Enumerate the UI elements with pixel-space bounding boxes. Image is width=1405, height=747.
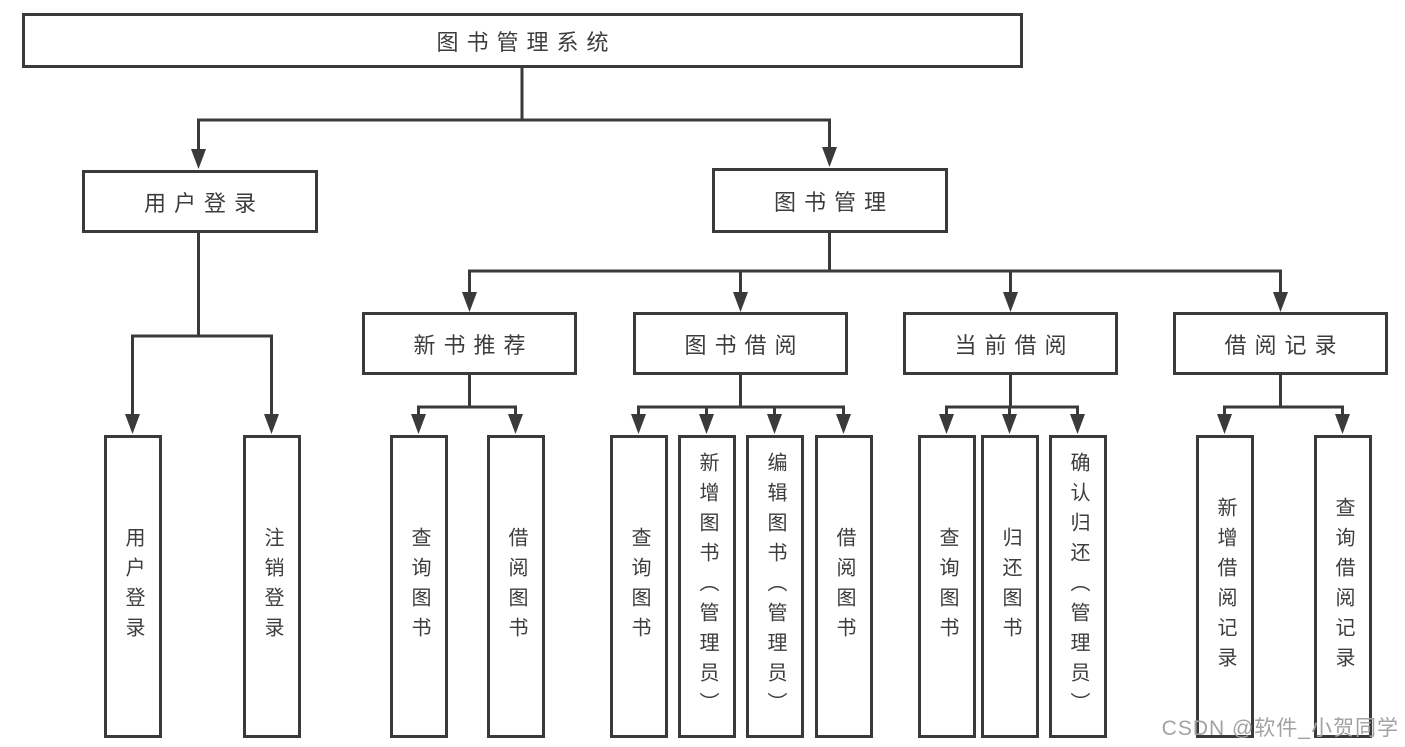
arrowhead-down-icon [508,414,523,434]
arrowhead-down-icon [699,414,714,434]
arrowhead-down-icon [1335,414,1350,434]
node-label: 查询图书 [936,526,958,647]
node-label: 查询图书 [628,526,650,647]
connector-current-borrowing-children [939,375,1085,434]
watermark-text: CSDN @软件_小贺同学 [1161,717,1399,740]
node-label: 注销登录 [261,526,283,647]
leaf-query-books-recommend: 查询图书 [390,435,448,738]
node-label: 归还图书 [999,526,1021,647]
leaf-borrow-books-borrowing: 借阅图书 [815,435,873,738]
arrowhead-down-icon [836,414,851,434]
node-library-system: 图书管理系统 [22,13,1023,68]
leaf-confirm-return-admin: 确认归还（管理员） [1049,435,1107,738]
node-label: 当前借阅 [954,332,1075,358]
node-label: 用户登录 [143,190,264,216]
arrowhead-down-icon [462,292,477,312]
arrowhead-down-icon [264,414,279,434]
connector-book-management-children [462,233,1288,312]
node-label: 图书管理 [773,189,894,215]
node-book-management: 图书管理 [712,168,948,233]
arrowhead-down-icon [939,414,954,434]
node-label: 图书管理系统 [436,29,617,55]
node-label: 借阅图书 [833,526,855,647]
arrowhead-down-icon [411,414,426,434]
arrowhead-down-icon [1002,414,1017,434]
node-label: 借阅图书 [505,526,527,647]
node-current-borrowing: 当前借阅 [903,312,1118,375]
arrowhead-down-icon [1003,292,1018,312]
arrowhead-down-icon [822,147,837,167]
node-label: 新书推荐 [413,332,534,358]
leaf-add-books-admin: 新增图书（管理员） [678,435,736,738]
node-label: 确认归还（管理员） [1067,451,1089,722]
connector-book-borrowing-children [631,375,851,434]
leaf-query-borrow-record: 查询借阅记录 [1314,435,1372,738]
arrowhead-down-icon [1273,292,1288,312]
connector-borrowing-records-children [1217,375,1350,434]
arrowhead-down-icon [125,414,140,434]
node-label: 用户登录 [122,526,144,647]
arrowhead-down-icon [631,414,646,434]
node-label: 借阅记录 [1224,332,1345,358]
connector-root-to-level2 [191,68,837,169]
node-borrowing-records: 借阅记录 [1173,312,1388,375]
node-label: 新增借阅记录 [1214,496,1236,677]
leaf-user-login: 用户登录 [104,435,162,738]
connector-user-login-children [125,233,279,434]
node-label: 查询借阅记录 [1332,496,1354,677]
leaf-add-borrow-record: 新增借阅记录 [1196,435,1254,738]
arrowhead-down-icon [1070,414,1085,434]
node-label: 新增图书（管理员） [696,451,718,722]
node-new-book-recommendation: 新书推荐 [362,312,577,375]
leaf-return-books: 归还图书 [981,435,1039,738]
node-user-login: 用户登录 [82,170,318,233]
arrowhead-down-icon [1217,414,1232,434]
node-label: 图书借阅 [684,332,805,358]
arrowhead-down-icon [191,149,206,169]
leaf-borrow-books-recommend: 借阅图书 [487,435,545,738]
node-label: 查询图书 [408,526,430,647]
node-book-borrowing: 图书借阅 [633,312,848,375]
arrowhead-down-icon [767,414,782,434]
leaf-query-books-borrowing: 查询图书 [610,435,668,738]
arrowhead-down-icon [733,292,748,312]
connector-new-book-recommendation-children [411,375,523,434]
leaf-logout: 注销登录 [243,435,301,738]
leaf-query-books-current: 查询图书 [918,435,976,738]
leaf-edit-books-admin: 编辑图书（管理员） [746,435,804,738]
node-label: 编辑图书（管理员） [764,451,786,722]
